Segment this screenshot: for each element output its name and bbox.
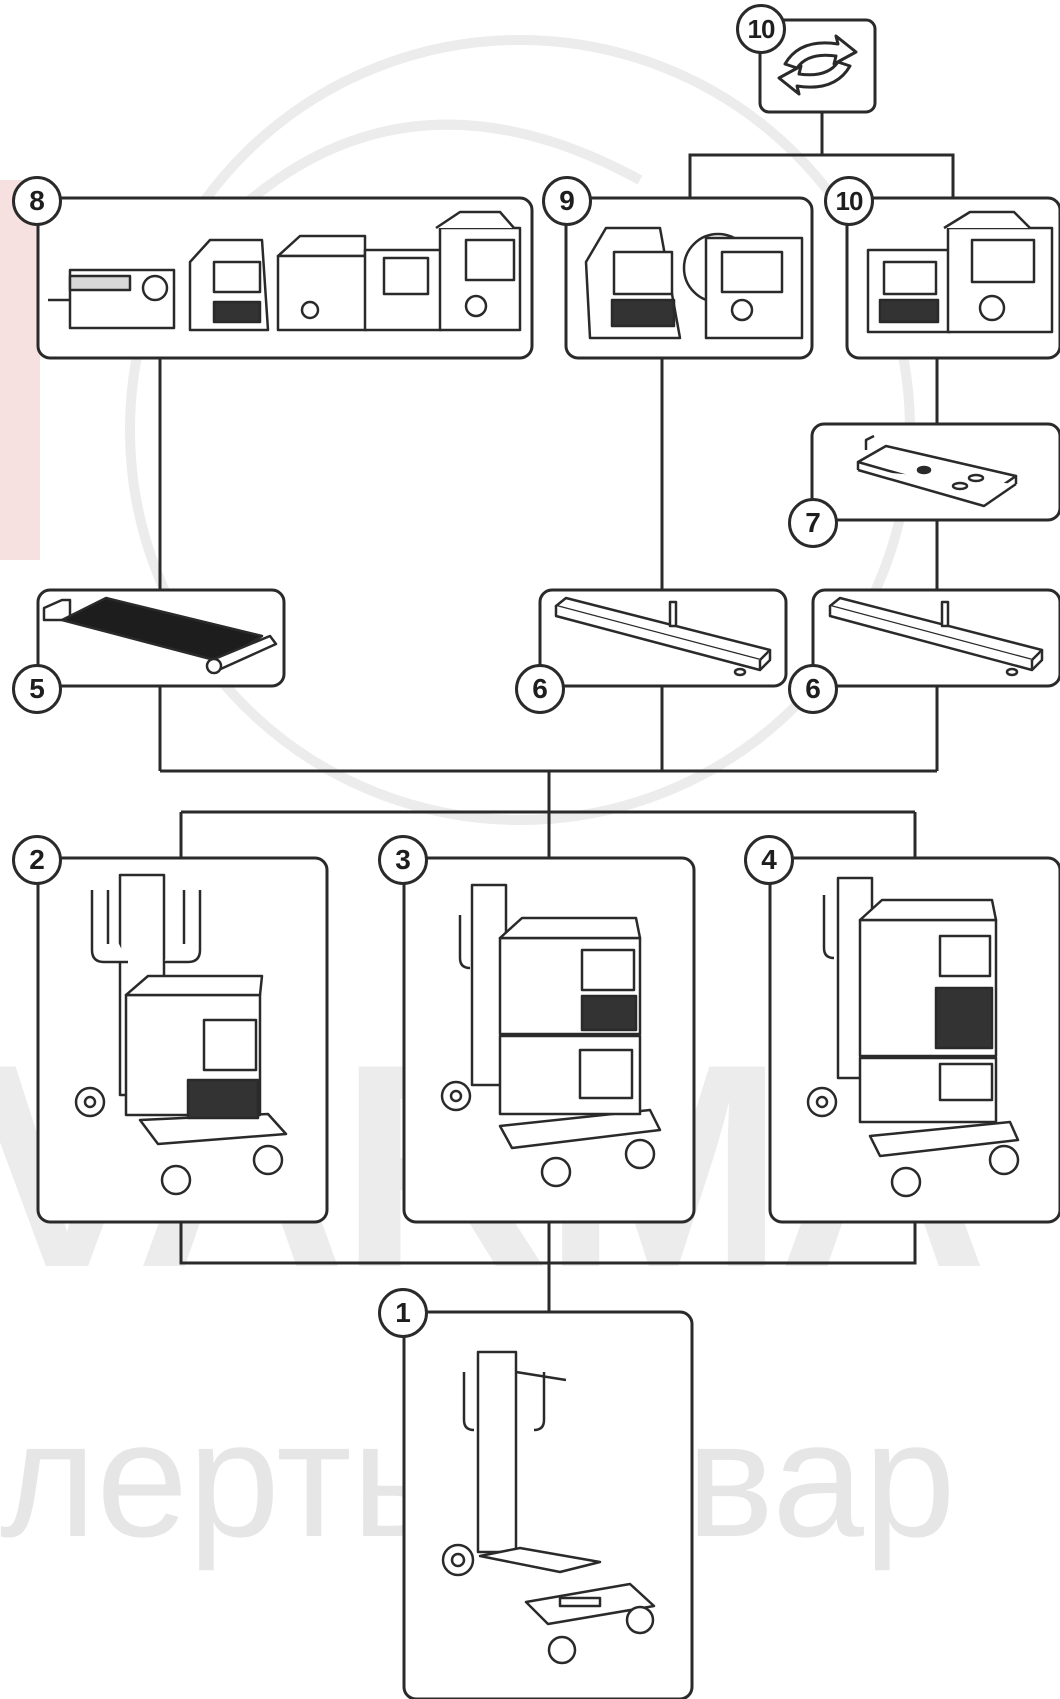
badge-9: 9	[542, 176, 592, 226]
badge-10: 10	[824, 176, 874, 226]
badge-6-a: 6	[515, 664, 565, 714]
badge-1: 1	[378, 1288, 428, 1338]
badge-2: 2	[12, 835, 62, 885]
watermark-red-shape	[0, 180, 40, 560]
badge-3: 3	[378, 835, 428, 885]
badge-6-b: 6	[788, 664, 838, 714]
badge-7: 7	[788, 498, 838, 548]
badge-5: 5	[12, 664, 62, 714]
box-1-trolley-frame	[404, 1312, 692, 1699]
badge-8: 8	[12, 176, 62, 226]
badge-4: 4	[744, 835, 794, 885]
badge-10-top: 10	[736, 4, 786, 54]
